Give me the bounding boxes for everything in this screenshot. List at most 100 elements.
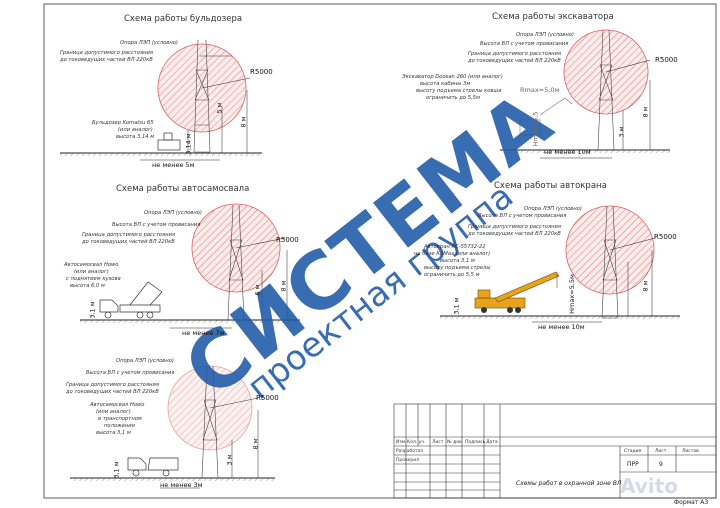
stamp-header-sign: Подпись [465, 440, 486, 445]
zone-label-2: до токоведущих частей ВЛ 220кВ [66, 389, 159, 395]
machine-label-2: на базе КАМаз (или аналог) [414, 251, 491, 257]
autosamosval-title: Схема работы автосамосвала [116, 184, 250, 194]
line-label: Высота ВЛ с учетом провисания [86, 370, 175, 376]
bulldozer-scheme [60, 39, 262, 161]
height-8-label: 8 м [279, 280, 288, 292]
height-6-label: 6 м [253, 284, 262, 296]
machine-label-3: с поднятием кузова [66, 276, 121, 282]
zone-label-2: до токоведущих частей ВЛ 220кВ [468, 58, 561, 64]
stamp-role-checked: Проверил [396, 458, 420, 463]
machine-label-1: Автокран КС-55732-22 [424, 244, 486, 250]
zone-label-2: до токоведущих частей ВЛ 220кВ [60, 57, 153, 63]
stamp-header-doc: № док. [447, 440, 464, 445]
distance-label: не менее 7м [182, 329, 225, 337]
line-label: Высота ВЛ с учетом провисания [480, 41, 569, 47]
radius-label: R5000 [256, 394, 279, 402]
support-label: Опора ЛЭП (условно) [120, 40, 178, 46]
machine-label-4: положении [104, 423, 136, 429]
machine-label-1: Автосамосвал Howo [90, 402, 145, 408]
zone-label-1: Граница допустимого расстояния [468, 224, 561, 230]
avito-watermark: Avito [620, 474, 678, 498]
distance-label: не менее 5м [152, 161, 195, 169]
height-3-label: 3,1 м [452, 297, 461, 315]
excavator-title: Схема работы экскаватора [492, 12, 614, 22]
height-3m-label: 3 м [225, 454, 234, 466]
rmax-label: Rmax=5,0м [520, 86, 560, 94]
machine-label-3: в транспортном [98, 416, 142, 422]
height-3-label: 3,1 м [112, 461, 121, 479]
zone-label-1: Граница допустимого расстояния [66, 382, 159, 388]
machine-label-3: высота 3,14 м [116, 134, 155, 140]
autocrane-title: Схема работы автокрана [494, 181, 607, 191]
dump-truck-icon [127, 457, 179, 471]
col-sheet: Лист [655, 449, 667, 454]
zone-label-2: до токоведущих частей ВЛ 220кВ [468, 231, 561, 237]
height-8-label: 8 м [239, 116, 248, 128]
distance-label: не менее 10м [538, 323, 585, 331]
distance-label: не менее 10м [544, 148, 591, 156]
radius-label: R5000 [250, 68, 273, 76]
height-3-label: 3,14 м [184, 133, 193, 155]
radius-label: R5000 [654, 233, 677, 241]
machine-label-4: высота 6,0 м [70, 283, 105, 289]
support-label: Опора ЛЭП (условно) [116, 358, 174, 364]
machine-label-2: высота кабины 3м [420, 81, 471, 87]
excavator-icon [519, 97, 573, 136]
col-stage: Стадия [624, 449, 642, 454]
format-label: Формат А3 [674, 499, 709, 506]
machine-label-2: (или аналог) [96, 409, 131, 415]
height-5-label: 5 м [215, 102, 224, 114]
dump-truck-icon [99, 281, 163, 313]
bulldozer-icon [157, 139, 181, 151]
machine-label-4: ограничить до 5,5м [426, 95, 480, 101]
stamp-header-list: Лист [432, 440, 444, 445]
bulldozer-title: Схема работы бульдозера [124, 14, 243, 24]
height-8-label: 8 м [641, 280, 650, 292]
hmax-label: Hmax=5,5 [531, 111, 540, 147]
sheet-title: Схемы работ в охранной зоне ВЛ [516, 480, 622, 487]
zone-label-2: до токоведущих частей ВЛ 220кВ [82, 239, 175, 245]
autocrane-icon [474, 271, 560, 313]
line-label: Высота ВЛ с учетом провисания [112, 222, 201, 228]
height-8-label: 8 м [251, 438, 260, 450]
machine-label-1: Экскаватор Doosan 260 (или аналог) [402, 74, 503, 80]
machine-label-4: высоту подъема стрелы [424, 265, 491, 271]
line-label: Высота ВЛ с учетом провисания [478, 213, 567, 219]
autocrane-scheme [440, 205, 680, 323]
dumptruck-scheme [70, 365, 275, 489]
machine-label-5: высота 3,1 м [96, 430, 131, 436]
machine-label-2: (или аналог) [118, 127, 153, 133]
stamp-header-date: Дата [486, 440, 498, 445]
machine-label-3: высоту подъема стрелы ковша [416, 88, 502, 94]
col-sheets: Листов [682, 449, 699, 454]
machine-label-1: Бульдозер Komatsu 65 [92, 120, 154, 126]
zone-label-1: Граница допустимого расстояния [82, 232, 175, 238]
title-block [393, 403, 717, 499]
machine-label-3: высота 3,1 м [440, 258, 475, 264]
radius-label: R5000 [655, 56, 678, 64]
stamp-header-izm: Изм. [396, 440, 407, 445]
support-label: Опора ЛЭП (условно) [524, 206, 582, 212]
machine-label-2: (или аналог) [74, 269, 109, 275]
stage-value: ПРР [627, 461, 639, 468]
machine-label-1: Автосамосвал Howo [64, 262, 119, 268]
sheet-frame [43, 3, 717, 499]
support-label: Опора ЛЭП (условно) [516, 32, 574, 38]
hmax-label: Hmax=5,5м [567, 274, 576, 314]
stamp-role-developed: Разработал [396, 449, 424, 454]
machine-label-5: ограничить до 5,5 м [424, 272, 480, 278]
support-label: Опора ЛЭП (условно) [144, 210, 202, 216]
excavator-scheme [500, 29, 670, 159]
height-8-label: 8 м [641, 106, 650, 118]
height-3-label: 3 м [617, 126, 626, 138]
power-pylon [193, 39, 211, 153]
zone-label-1: Граница допустимого расстояния [60, 50, 153, 56]
stamp-header-koluch: Кол. уч. [407, 440, 426, 445]
autosamosval-scheme [80, 203, 300, 329]
radius-label: R5000 [276, 236, 299, 244]
distance-label: не менее 3м [160, 481, 203, 489]
sheet-value: 9 [659, 461, 663, 468]
height-3-label: 3,1 м [88, 301, 97, 319]
zone-label-1: Граница допустимого расстояния [468, 51, 561, 57]
